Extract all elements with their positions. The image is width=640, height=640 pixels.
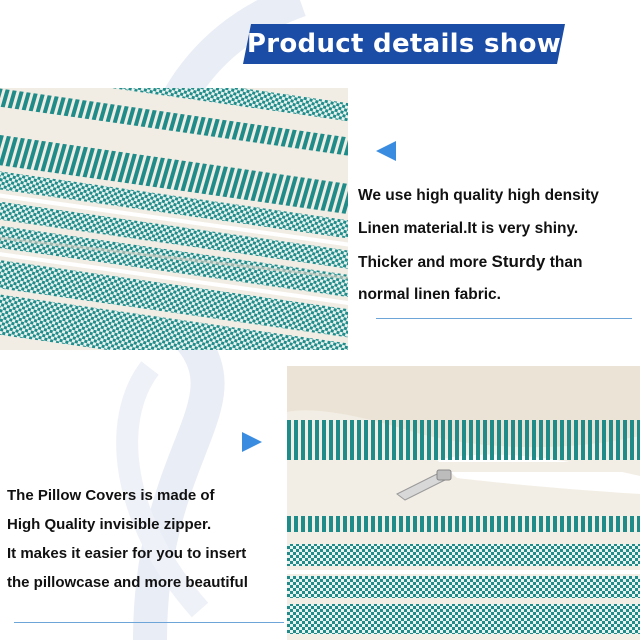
material-line-2: Linen material.It is very shiny.	[358, 220, 579, 237]
zipper-closeup-photo	[287, 366, 640, 640]
zipper-line-3: It makes it easier for you to insert	[7, 545, 247, 562]
left-triangle-arrow-icon	[376, 141, 396, 161]
sturdy-word: Sturdy	[491, 252, 546, 271]
section2-divider	[14, 622, 284, 623]
fabric-closeup-photo	[0, 88, 348, 350]
material-line-3-start: Thicker and more	[358, 254, 488, 271]
header-banner: Product details show	[243, 24, 565, 64]
material-description: We use high quality high density Linen m…	[358, 184, 599, 316]
material-line-4: normal linen fabric.	[358, 286, 501, 303]
material-line-3-end: than	[549, 254, 583, 271]
zipper-line-2: High Quality invisible zipper.	[7, 516, 212, 533]
zipper-line-1: The Pillow Covers is made of	[7, 487, 215, 504]
page-title: Product details show	[246, 29, 562, 59]
zipper-description: The Pillow Covers is made of High Qualit…	[7, 484, 248, 600]
section1-divider	[376, 318, 632, 319]
material-line-1: We use high quality high density	[358, 187, 599, 204]
material-line-3: Thicker and more Sturdy than	[358, 250, 599, 283]
right-triangle-arrow-icon	[242, 432, 262, 452]
zipper-line-4: the pillowcase and more beautiful	[7, 574, 248, 591]
